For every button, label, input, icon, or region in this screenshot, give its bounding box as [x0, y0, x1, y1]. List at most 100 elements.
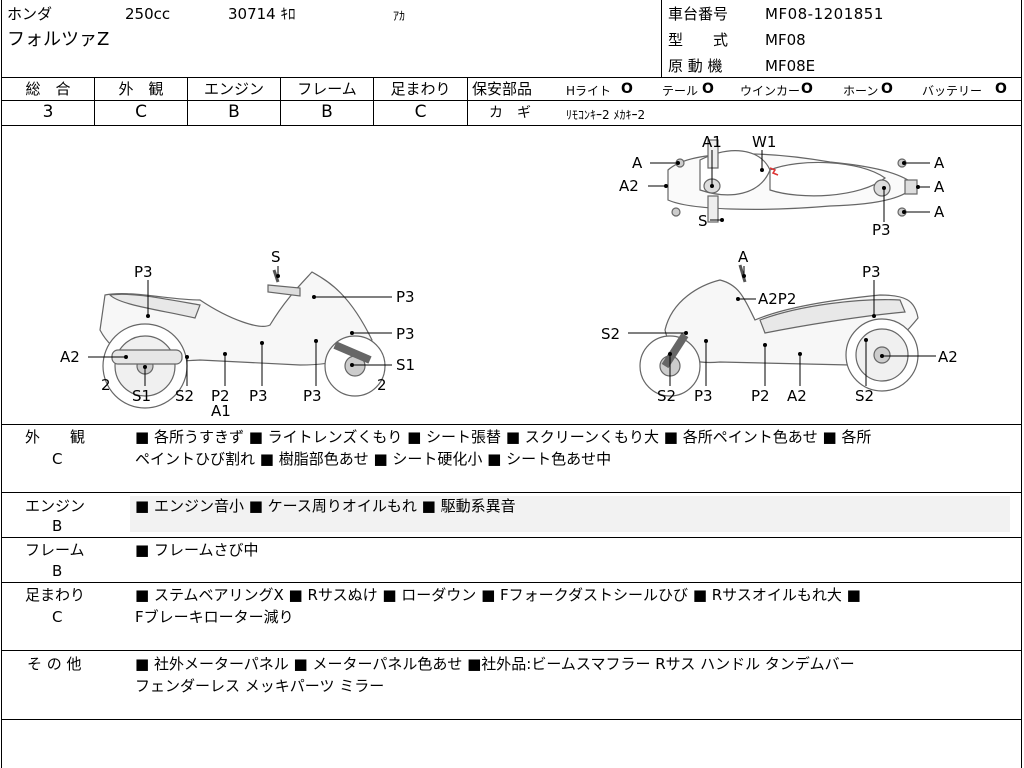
grade-value-exterior: C	[135, 102, 147, 122]
label-left-p3-upper: P3	[396, 288, 415, 306]
label-top-w1: W1	[752, 133, 776, 151]
frame-right	[1021, 0, 1022, 768]
notes-divider-3	[1, 582, 1022, 583]
note-category-exterior: 外 観	[25, 428, 86, 446]
grade-value-frame: B	[321, 102, 333, 122]
grade-col-4	[373, 77, 374, 125]
label-left-s: S	[271, 248, 281, 266]
label-right-a2-b: A2	[787, 387, 807, 405]
header-split	[661, 0, 662, 77]
label-left-2-right: 2	[377, 376, 387, 394]
color: ｱｶ	[393, 9, 406, 23]
label-right-s2-b1: S2	[657, 387, 676, 405]
displacement: 250cc	[125, 5, 171, 23]
safety-item-horn: ホーン	[843, 84, 879, 98]
notes-divider-5	[1, 719, 1022, 720]
label-left-s1: S1	[132, 387, 151, 405]
label-right-p2: P2	[751, 387, 770, 405]
notes-divider-1	[1, 492, 1022, 493]
label-right-a: A	[738, 248, 749, 266]
type-value: MF08	[765, 31, 806, 49]
label-right-s2-left: S2	[601, 325, 620, 343]
engine-label: 原 動 機	[668, 57, 723, 75]
note-category-other: そ の 他	[27, 655, 82, 673]
note-line1-other: ■ 社外メーターパネル ■ メーターパネル色あせ ■社外品:ビームスマフラー R…	[135, 655, 855, 673]
label-top-a-r1: A	[934, 154, 945, 172]
note-grade-engine: B	[52, 517, 63, 535]
damage-diagram: A A2 A1 W1 S A A A P3 S P3 P3 P3 A2 S1 2…	[60, 133, 958, 420]
note-grade-exterior: C	[52, 450, 63, 468]
grade-value-total: 3	[42, 102, 54, 122]
note-line1-suspension: ■ ステムベアリングX ■ Rサスぬけ ■ ローダウン ■ Fフォークダストシー…	[135, 586, 861, 604]
label-left-p3-top: P3	[134, 263, 153, 281]
label-right-a2p2: A2P2	[758, 290, 796, 308]
label-right-s2-b2: S2	[855, 387, 874, 405]
safety-item-tail: テール	[662, 84, 699, 98]
diagram-bottom	[1, 424, 1022, 425]
grade-header-frame: フレーム	[297, 80, 357, 98]
label-left-p3-b2: P3	[303, 387, 322, 405]
note-category-suspension: 足まわり	[25, 586, 86, 604]
note-grade-suspension: C	[52, 608, 63, 626]
label-left-p3-b1: P3	[249, 387, 268, 405]
scooter-right-view	[639, 264, 919, 397]
label-right-p3-b: P3	[694, 387, 713, 405]
note-category-engine: エンジン	[25, 497, 86, 515]
notes-divider-4	[1, 650, 1022, 651]
grade-col-1	[94, 77, 95, 125]
grade-header-engine: エンジン	[203, 80, 264, 98]
label-top-a-r2: A	[934, 178, 945, 196]
label-left-p3-mid: P3	[396, 325, 415, 343]
note-line2-other: フェンダーレス メッキパーツ ミラー	[135, 677, 385, 695]
scooter-top-view	[667, 139, 918, 223]
safety-mark-horn: O	[881, 81, 893, 97]
key-value: ﾘﾓｺﾝｷｰ2 ﾒｶｷｰ2	[566, 108, 646, 122]
label-top-p3: P3	[872, 221, 891, 239]
grade-col-3	[280, 77, 281, 125]
grade-header-suspension: 足まわり	[390, 80, 451, 98]
engine-value: MF08E	[765, 57, 816, 75]
label-top-a-r3: A	[934, 203, 945, 221]
note-line1-frame: ■ フレームさび中	[135, 541, 259, 559]
grade-value-engine: B	[228, 102, 240, 122]
safety-item-battery: バッテリー	[922, 84, 983, 98]
note-grade-frame: B	[52, 562, 63, 580]
header-divider	[1, 77, 1022, 78]
safety-label: 保安部品	[472, 80, 533, 98]
label-top-a: A	[632, 154, 643, 172]
safety-mark-winker: O	[801, 81, 813, 97]
label-right-a2-right: A2	[938, 348, 958, 366]
safety-mark-headlight: O	[621, 81, 633, 97]
grade-header-total: 総 合	[25, 80, 71, 98]
grades-divider	[1, 100, 1022, 101]
grade-header-exterior: 外 観	[118, 80, 164, 98]
note-category-frame: フレーム	[25, 541, 85, 559]
grades-bottom	[1, 125, 1022, 126]
label-top-a2: A2	[619, 177, 639, 195]
note-line2-suspension: Fブレーキローター減り	[135, 608, 294, 626]
frame-no-label: 車台番号	[668, 5, 729, 23]
label-left-s2: S2	[175, 387, 194, 405]
grade-col-5	[467, 77, 468, 125]
note-line1-engine: ■ エンジン音小 ■ ケース周りオイルもれ ■ 駆動系異音	[135, 497, 516, 515]
notes-bg-engine	[130, 496, 1010, 532]
label-right-p3: P3	[862, 263, 881, 281]
label-left-p2: P2	[211, 387, 230, 405]
type-label: 型 式	[668, 31, 729, 49]
label-left-a1: A1	[211, 402, 231, 420]
label-left-a2: A2	[60, 348, 80, 366]
safety-mark-tail: O	[702, 81, 714, 97]
frame-left	[1, 0, 2, 768]
grade-value-suspension: C	[414, 102, 427, 122]
key-label: カ ギ	[489, 105, 531, 121]
maker: ホンダ	[7, 5, 53, 23]
note-line2-exterior: ペイントひび割れ ■ 樹脂部色あせ ■ シート硬化小 ■ シート色あせ中	[135, 450, 612, 468]
safety-item-winker: ウインカー	[740, 84, 801, 98]
notes-divider-2	[1, 537, 1022, 538]
note-line1-exterior: ■ 各所うすきず ■ ライトレンズくもり ■ シート張替 ■ スクリーンくもり大…	[135, 428, 872, 446]
model-name: フォルツァZ	[7, 29, 110, 50]
label-top-s: S	[698, 212, 708, 230]
frame-no: MF08-1201851	[765, 5, 884, 23]
label-top-a1: A1	[702, 133, 722, 151]
mileage: 30714 ｷﾛ	[228, 5, 296, 23]
